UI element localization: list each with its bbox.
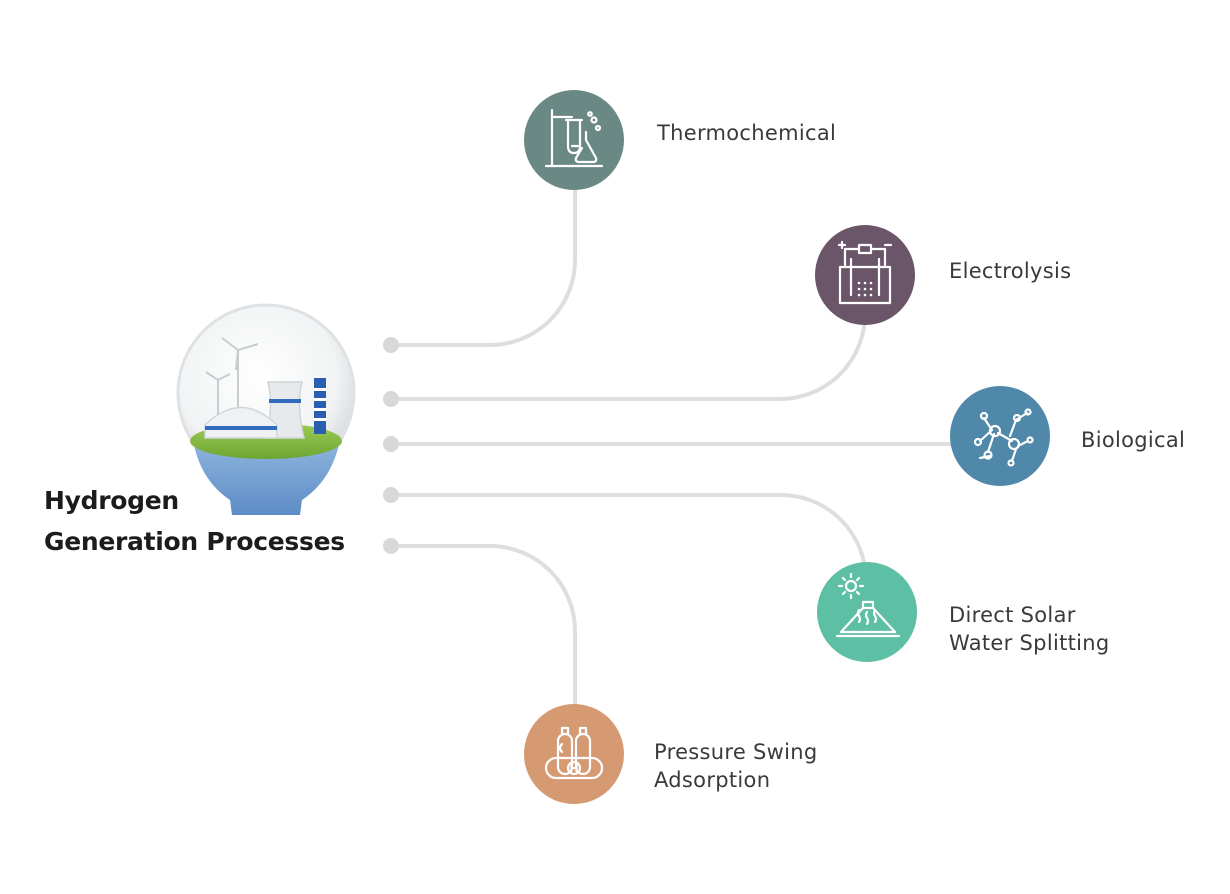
connector-direct-solar bbox=[389, 492, 867, 570]
node-biological bbox=[950, 386, 1050, 486]
hydrogen-bulb-illustration bbox=[176, 303, 356, 515]
connector-dot bbox=[383, 538, 399, 554]
node-pressure-swing-adsorption bbox=[524, 704, 624, 804]
label-biological: Biological bbox=[1081, 428, 1186, 452]
connector-dot bbox=[383, 391, 399, 407]
label-direct-solar-water-splitting: Direct Solar Water Splitting bbox=[949, 603, 1110, 655]
connector-pressure-swing bbox=[389, 544, 577, 712]
label-electrolysis: Electrolysis bbox=[949, 259, 1072, 283]
hydrogen-tanks-icon bbox=[544, 726, 604, 780]
molecule-icon bbox=[973, 408, 1034, 467]
connector-thermochemical bbox=[389, 183, 577, 347]
connector-dot bbox=[383, 436, 399, 452]
label-pressure-swing-adsorption: Pressure Swing Adsorption bbox=[654, 740, 818, 792]
title-line-1: Hydrogen bbox=[44, 486, 179, 515]
label-thermochemical: Thermochemical bbox=[657, 121, 837, 145]
connector-dot bbox=[383, 337, 399, 353]
connector-electrolysis bbox=[389, 313, 867, 401]
connector-dot bbox=[383, 487, 399, 503]
lab-flasks-icon bbox=[544, 108, 604, 168]
diagram-title: Hydrogen Generation Processes bbox=[44, 480, 345, 562]
node-electrolysis bbox=[815, 225, 915, 325]
solar-splitting-icon bbox=[835, 572, 901, 638]
title-line-2: Generation Processes bbox=[44, 527, 345, 556]
electrolysis-cell-icon bbox=[837, 240, 893, 305]
node-direct-solar-water-splitting bbox=[817, 562, 917, 662]
node-thermochemical bbox=[524, 90, 624, 190]
